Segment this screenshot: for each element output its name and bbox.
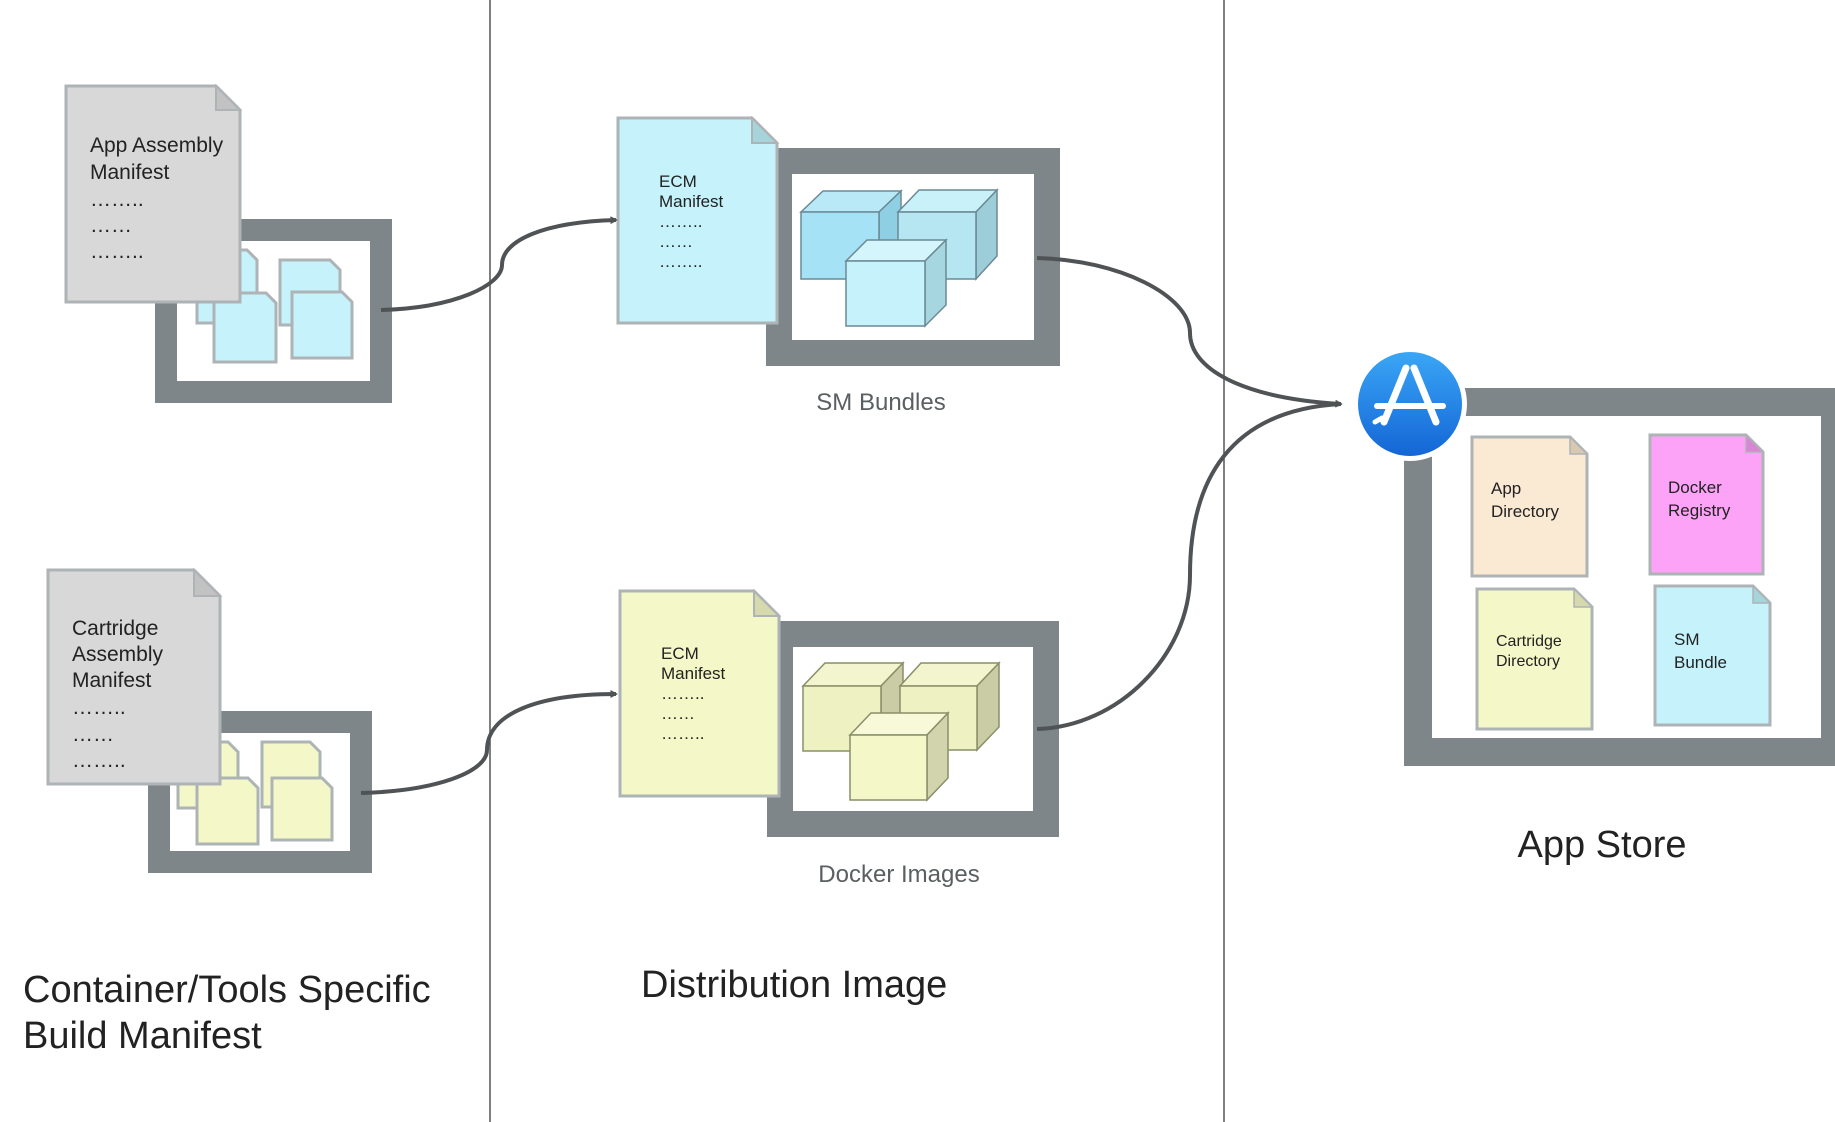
sm-ecm-dots-1: …….. [659, 212, 702, 231]
cartridge-manifest-dots-3: …….. [72, 749, 126, 772]
sm-bundle-cubes [799, 188, 999, 328]
sm-ecm-title-2: Manifest [659, 192, 724, 211]
arrow-sm-to-store [1036, 256, 1341, 404]
app-manifest-dots-3: …….. [90, 240, 144, 263]
sm-ecm-title-1: ECM [659, 172, 697, 191]
cartridge-manifest-title-3: Manifest [72, 669, 152, 692]
docker-ecm-dots-3: …….. [661, 724, 704, 743]
distribution-column-title: Distribution Image [641, 964, 947, 1006]
app-manifest-title-1: App Assembly [90, 134, 224, 157]
build-column-title-1: Container/Tools Specific [23, 969, 431, 1011]
docker-image-cubes [801, 661, 1001, 802]
app-directory-label-1: App [1491, 479, 1521, 498]
cartridge-assembly-manifest-doc: Cartridge Assembly Manifest …….. …… …….. [46, 567, 223, 786]
app-manifest-dots-1: …….. [90, 188, 144, 211]
store-doc-sm-bundle: SM Bundle [1653, 584, 1772, 727]
app-directory-label-2: Directory [1491, 502, 1560, 521]
app-assembly-manifest-doc: App Assembly Manifest …….. …… …….. [64, 83, 243, 304]
store-doc-cartridge-directory: Cartridge Directory [1475, 587, 1594, 731]
store-doc-app-directory: App Directory [1470, 435, 1589, 578]
cartridge-manifest-dots-1: …….. [72, 696, 126, 719]
sm-bundle-label-2: Bundle [1674, 653, 1727, 672]
sm-bundles-group: ECM Manifest …….. …… …….. SM Bundles [616, 115, 1060, 416]
sm-bundles-caption: SM Bundles [816, 389, 945, 416]
app-assembly-group: App Assembly Manifest …….. …… …….. [64, 83, 392, 403]
docker-registry-label-2: Registry [1668, 501, 1731, 520]
docker-ecm-manifest-doc: ECM Manifest …….. …… …….. [618, 588, 782, 798]
connector-arrows [360, 220, 1342, 795]
cartridge-manifest-dots-2: …… [72, 723, 114, 746]
app-store-group: App Directory Docker Registry Cartridge … [1353, 347, 1835, 866]
sm-bundle-label-1: SM [1674, 630, 1700, 649]
cartridge-directory-label-1: Cartridge [1496, 633, 1562, 650]
arrow-app-to-sm [380, 220, 616, 312]
app-store-title: App Store [1518, 824, 1687, 866]
arrow-docker-to-store [1036, 402, 1342, 731]
cartridge-directory-label-2: Directory [1496, 653, 1560, 670]
docker-ecm-dots-2: …… [661, 704, 695, 723]
docker-images-caption: Docker Images [818, 861, 979, 888]
cartridge-manifest-title-1: Cartridge [72, 617, 158, 640]
arrow-cartridge-to-docker [360, 694, 616, 795]
sm-ecm-dots-2: …… [659, 232, 693, 251]
docker-ecm-title-2: Manifest [661, 664, 726, 683]
cartridge-manifest-title-2: Assembly [72, 643, 164, 666]
store-doc-docker-registry: Docker Registry [1648, 433, 1765, 576]
cartridge-assembly-group: Cartridge Assembly Manifest …….. …… …….. [46, 567, 372, 873]
docker-ecm-dots-1: …….. [661, 684, 704, 703]
docker-images-group: ECM Manifest …….. …… …….. Docker Images [618, 588, 1059, 888]
app-file-icons [195, 248, 354, 364]
docker-registry-label-1: Docker [1668, 478, 1722, 497]
sm-ecm-dots-3: …….. [659, 252, 702, 271]
app-manifest-title-2: Manifest [90, 161, 170, 184]
build-column-title-2: Build Manifest [23, 1015, 262, 1057]
sm-ecm-manifest-doc: ECM Manifest …….. …… …….. [616, 115, 780, 325]
app-manifest-dots-2: …… [90, 214, 132, 237]
app-store-icon [1353, 347, 1467, 461]
docker-ecm-title-1: ECM [661, 644, 699, 663]
